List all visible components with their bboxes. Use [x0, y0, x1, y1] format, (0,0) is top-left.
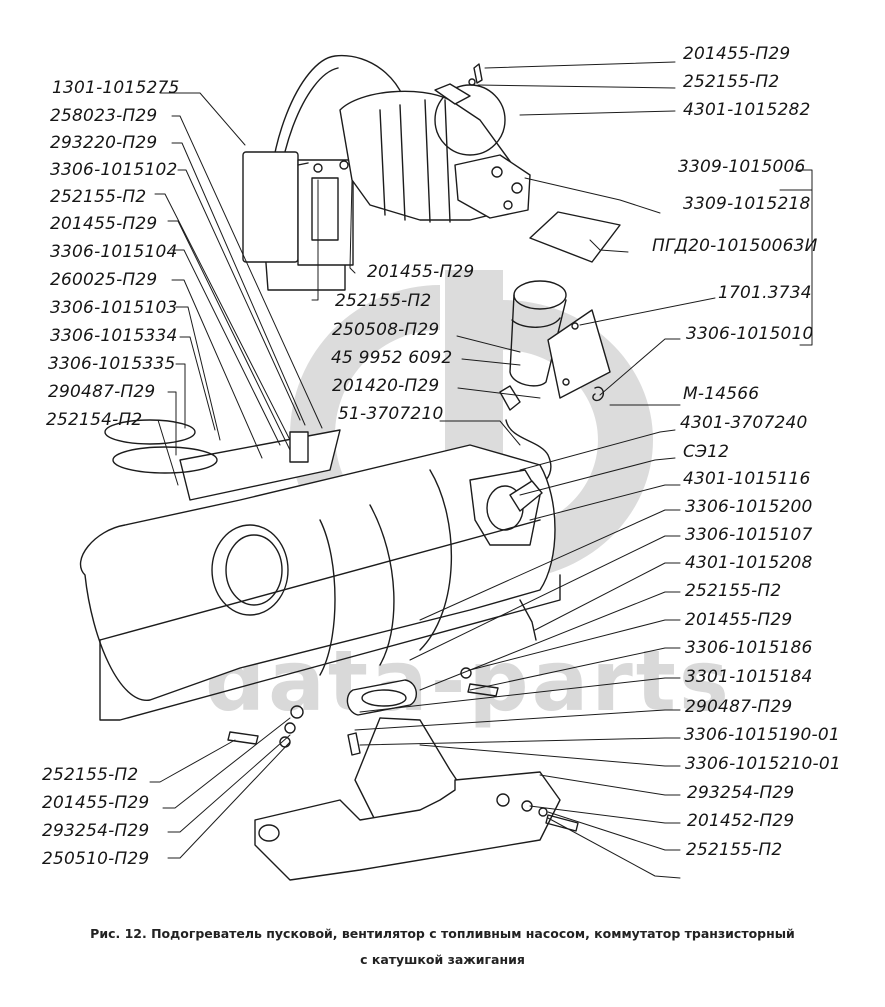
ignition-coil — [499, 280, 611, 486]
part-label: 201455-П29 — [683, 44, 791, 64]
exhaust-parts — [227, 667, 579, 881]
part-label: 3306-1015334 — [50, 326, 178, 346]
part-label: 201455-П29 — [367, 262, 475, 282]
part-label: 4301-1015116 — [683, 469, 811, 489]
part-label: 250510-П29 — [42, 849, 150, 869]
part-label: 1701.3734 — [718, 283, 812, 303]
part-label: 3306-1015104 — [50, 242, 178, 262]
part-label: 293254-П29 — [687, 783, 795, 803]
part-label: 201455-П29 — [50, 214, 158, 234]
part-label: 3309-1015218 — [683, 194, 811, 214]
part-label: 3306-1015103 — [50, 298, 178, 318]
part-label: 4301-1015282 — [683, 100, 811, 120]
part-label: 4301-1015208 — [685, 553, 813, 573]
part-label: 290487-П29 — [48, 382, 156, 402]
part-label: 252155-П2 — [335, 291, 432, 311]
part-label: 201420-П29 — [332, 376, 440, 396]
leader-lines — [147, 61, 813, 879]
part-label: 3309-1015006 — [678, 157, 806, 177]
part-label: 1301-1015275 — [52, 78, 180, 98]
part-label: 201455-П29 — [685, 610, 793, 630]
part-label: 4301-3707240 — [680, 413, 808, 433]
part-label: 3306-1015335 — [48, 354, 176, 374]
part-label: 260025-П29 — [50, 270, 158, 290]
part-label: 290487-П29 — [685, 697, 793, 717]
part-label: 3306-1015210-01 — [685, 754, 841, 774]
part-label: 3306-1015186 — [685, 638, 813, 658]
part-label: 258023-П29 — [50, 106, 158, 126]
part-label: 3306-1015190-01 — [684, 725, 840, 745]
part-label: 252155-П2 — [686, 840, 783, 860]
figure-caption-line2: с катушкой зажигания — [360, 952, 525, 967]
heater-body — [79, 419, 561, 721]
gasket-plate — [529, 211, 621, 263]
part-label: 45 9952 6092 — [331, 348, 453, 368]
part-label: 3306-1015107 — [685, 525, 813, 545]
part-label: 3306-1015102 — [50, 160, 178, 180]
part-label: 3306-1015010 — [686, 324, 814, 344]
part-label: 201455-П29 — [42, 793, 150, 813]
part-label: 252155-П2 — [683, 72, 780, 92]
part-label: 252154-П2 — [46, 410, 143, 430]
part-label: 3306-1015200 — [685, 497, 813, 517]
fan-assembly — [242, 54, 531, 291]
part-label: ПГД20-10150063И — [652, 236, 818, 256]
part-label: 252155-П2 — [50, 187, 147, 207]
part-label: СЭ12 — [683, 442, 730, 462]
part-label: 250508-П29 — [332, 320, 440, 340]
part-label: 201452-П29 — [687, 811, 795, 831]
part-label: 293220-П29 — [50, 133, 158, 153]
part-label: 293254-П29 — [42, 821, 150, 841]
part-label: 3301-1015184 — [685, 667, 813, 687]
part-label: 51-3707210 — [338, 404, 444, 424]
figure-caption-line1: Рис. 12. Подогреватель пусковой, вентиля… — [90, 926, 795, 941]
part-label: 252155-П2 — [42, 765, 139, 785]
part-label: 252155-П2 — [685, 581, 782, 601]
part-label: М-14566 — [683, 384, 760, 404]
